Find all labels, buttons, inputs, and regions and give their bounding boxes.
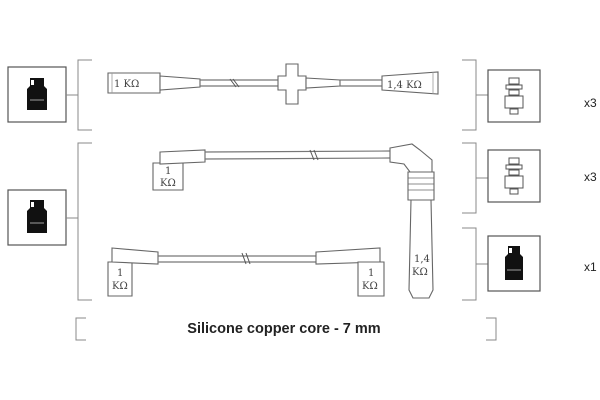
left-bracket-top bbox=[66, 59, 92, 131]
spark-plug-terminal-icon bbox=[504, 157, 524, 195]
right-connector-box-top bbox=[487, 69, 541, 123]
right-bracket-mid bbox=[462, 142, 488, 214]
resistance-label-top-right: 1,4 KΩ bbox=[387, 80, 422, 91]
cable-straight: 1 KΩ 1,4 KΩ bbox=[107, 63, 439, 105]
caption-bracket-left bbox=[75, 317, 86, 341]
quantity-label-row3: x1 bbox=[584, 260, 597, 274]
resistance-label-vertical-num: 1,4 bbox=[414, 254, 430, 265]
quantity-label-row2: x3 bbox=[584, 170, 597, 184]
right-bracket-bottom bbox=[462, 227, 488, 301]
spark-plug-boot-icon bbox=[505, 246, 523, 280]
right-connector-box-bottom bbox=[487, 235, 541, 292]
quantity-label-row1: x3 bbox=[584, 96, 597, 110]
left-bracket-bottom bbox=[66, 142, 92, 301]
left-connector-box-bottom bbox=[7, 189, 67, 246]
cable-angled-long: 1 KΩ 1,4 KΩ bbox=[152, 143, 435, 299]
right-connector-box-mid bbox=[487, 149, 541, 203]
resistance-label-low-left-unit: KΩ bbox=[112, 281, 128, 292]
left-connector-box-top bbox=[7, 66, 67, 123]
spark-plug-boot-icon bbox=[27, 78, 47, 110]
spark-plug-boot-icon bbox=[27, 200, 47, 233]
cable-angled-double: 1 KΩ 1 KΩ bbox=[107, 247, 385, 297]
resistance-label-top-left: 1 KΩ bbox=[114, 79, 139, 90]
resistance-label-vertical-unit: KΩ bbox=[412, 267, 428, 278]
resistance-label-low-right-num: 1 bbox=[368, 268, 374, 279]
caption-text: Silicone copper core - 7 mm bbox=[187, 321, 380, 337]
spark-plug-terminal-icon bbox=[504, 77, 524, 115]
resistance-label-mid-left-unit: KΩ bbox=[160, 178, 176, 189]
caption-bracket-right bbox=[486, 317, 497, 341]
resistance-label-low-right-unit: KΩ bbox=[362, 281, 378, 292]
resistance-label-mid-left-num: 1 bbox=[165, 166, 171, 177]
right-bracket-top bbox=[462, 59, 488, 131]
resistance-label-low-left-num: 1 bbox=[117, 268, 123, 279]
